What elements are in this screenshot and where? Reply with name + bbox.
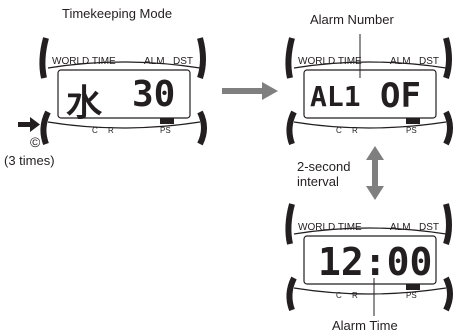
ps-indicator-1	[160, 118, 174, 124]
watch-face-timekeeping	[39, 37, 207, 146]
world-time-label-3: WORLD TIME	[298, 222, 362, 233]
c-label-2: C	[336, 126, 342, 135]
ps-label-3: PS	[406, 291, 417, 300]
alm-label-3: ALM	[390, 222, 411, 233]
r-label-1: R	[108, 126, 114, 135]
button-press-arrow-icon	[18, 117, 40, 132]
dst-label-1: DST	[173, 56, 193, 67]
watch-face-alarm-time	[285, 203, 453, 312]
display-right-1: 30	[132, 74, 176, 115]
watch-face-alarm-number	[285, 37, 453, 146]
ps-label-2: PS	[406, 126, 417, 135]
dst-label-3: DST	[419, 222, 439, 233]
alarm-number-caption: Alarm Number	[310, 12, 394, 27]
interval-caption-line1: 2-second	[297, 159, 351, 174]
world-time-label-2: WORLD TIME	[298, 56, 362, 67]
ps-indicator-3	[406, 284, 420, 290]
c-label-1: C	[92, 126, 98, 135]
c-label-3: C	[336, 291, 342, 300]
r-label-3: R	[352, 291, 358, 300]
alm-label-1: ALM	[144, 56, 165, 67]
arrow-right-icon	[222, 82, 278, 100]
display-left-2: AL1	[310, 80, 361, 113]
timekeeping-mode-caption: Timekeeping Mode	[62, 6, 173, 21]
display-right-2: OF	[380, 76, 421, 116]
world-time-label-1: WORLD TIME	[52, 56, 116, 67]
r-label-2: R	[352, 126, 358, 135]
alarm-time-caption: Alarm Time	[332, 318, 398, 333]
dst-label-2: DST	[419, 56, 439, 67]
press-times-caption: (3 times)	[4, 153, 55, 168]
double-arrow-vertical-icon	[366, 146, 384, 200]
button-c-label: ©	[30, 134, 41, 150]
display-full-3: 12:00	[318, 240, 433, 284]
display-left-1: 水	[66, 83, 103, 124]
ps-indicator-2	[406, 118, 420, 124]
interval-caption-line2: interval	[297, 174, 339, 189]
alm-label-2: ALM	[390, 56, 411, 67]
ps-label-1: PS	[160, 126, 171, 135]
